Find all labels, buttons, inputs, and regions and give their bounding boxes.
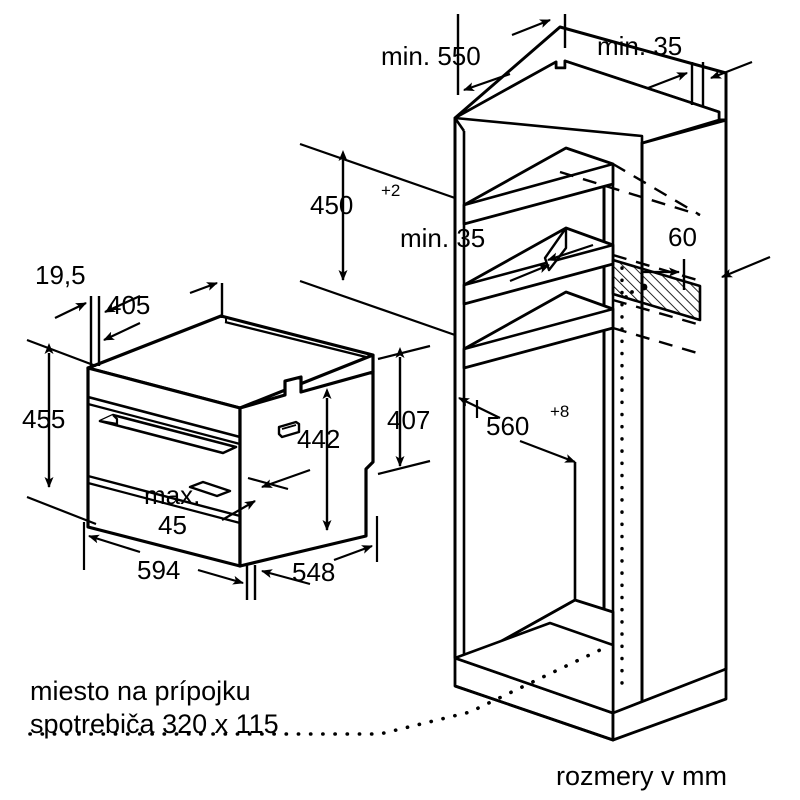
label-407: 407 — [387, 405, 430, 435]
appliance-side-face — [238, 370, 375, 568]
connection-note-line-2: spotrebiča 320 x 115 — [30, 709, 279, 739]
label-548: 548 — [292, 557, 335, 587]
cabinet-rear-dashed-lines — [612, 253, 705, 357]
dimension-450: 450 +2 — [299, 142, 456, 337]
label-min-35-middle: min. 35 — [400, 223, 485, 253]
dimension-560: 560 +8 — [458, 397, 576, 464]
label-450: 450 — [310, 190, 353, 220]
appliance-front-latch — [188, 480, 232, 498]
cabinet-top-underside — [453, 59, 721, 145]
cabinet-left-stile — [453, 117, 466, 662]
cabinet-upper-shelf — [462, 146, 615, 226]
cabinet-middle-shelf — [462, 226, 615, 306]
label-60: 60 — [668, 222, 697, 252]
dimension-60: 60 — [641, 222, 771, 290]
connection-note-line-1: miesto na prípojku — [30, 676, 251, 706]
dimension-19-5: 19,5 — [35, 260, 141, 368]
dimension-max-45: max. 45 — [144, 468, 311, 540]
cabinet-isometric-view — [453, 25, 728, 742]
dimension-min-550: min. 550 — [381, 14, 567, 95]
label-560: 560 — [486, 411, 529, 441]
label-19-5: 19,5 — [35, 260, 86, 290]
dimension-407: 407 — [377, 344, 430, 476]
label-560-tolerance: +8 — [550, 402, 569, 421]
cabinet-plinth — [453, 621, 728, 742]
appliance-isometric-view — [86, 314, 375, 568]
label-442: 442 — [297, 424, 340, 454]
label-450-tolerance: +2 — [381, 181, 400, 200]
connection-note-leader — [28, 648, 602, 736]
dimension-594: 594 — [82, 522, 257, 600]
label-min-550: min. 550 — [381, 41, 481, 71]
cabinet-upper-rear-dashed — [559, 162, 701, 217]
cabinet-lower-shelf — [462, 290, 615, 370]
label-45: 45 — [158, 510, 187, 540]
connection-box-hatched-area — [611, 258, 702, 322]
dimension-min-35-top: min. 35 — [597, 31, 753, 107]
label-min-35-top: min. 35 — [597, 31, 682, 61]
appliance-door-handle — [98, 413, 238, 455]
units-note: rozmery v mm — [556, 761, 727, 791]
dimension-548: 548 — [261, 516, 379, 587]
dimension-405: 405 — [103, 281, 224, 341]
label-405: 405 — [107, 290, 150, 320]
label-455: 455 — [22, 404, 65, 434]
dimension-min-35-middle: min. 35 — [400, 223, 594, 283]
label-594: 594 — [137, 555, 180, 585]
label-max: max. — [144, 480, 200, 510]
dimension-442: 442 — [297, 388, 340, 531]
dimension-455: 455 — [22, 338, 97, 526]
